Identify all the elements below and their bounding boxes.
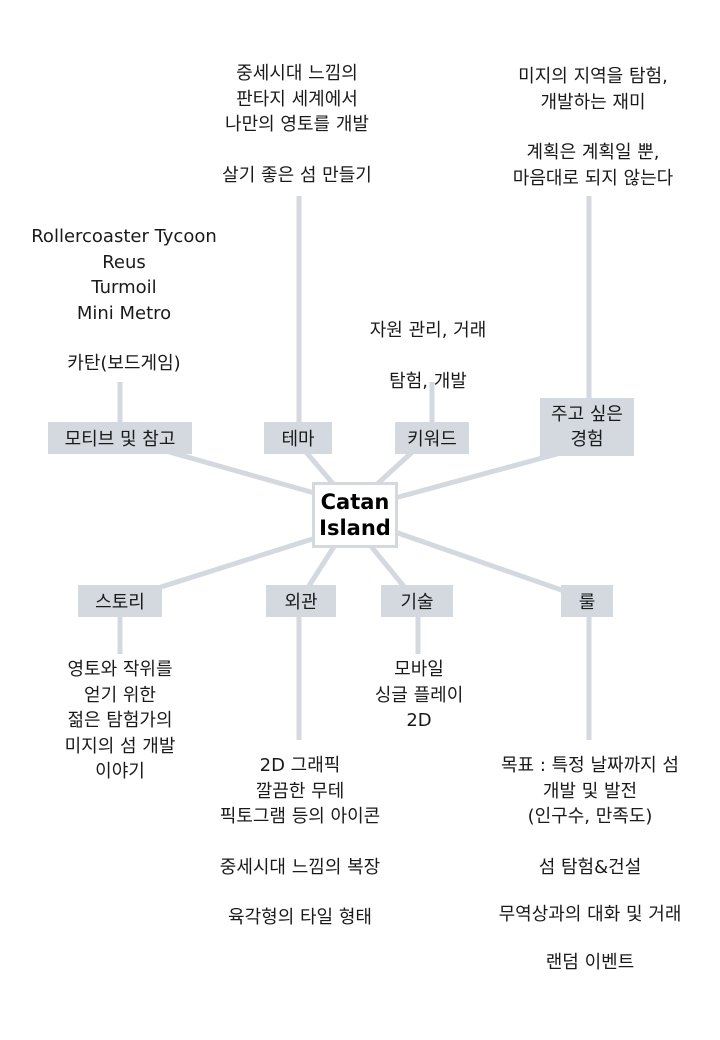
text-story-line: 영토와 작위를 xyxy=(67,659,173,680)
text-story: 영토와 작위를 얻기 위한 젊은 탐험가의 미지의 섬 개발 이야기 xyxy=(65,657,176,785)
text-tech-line: 모바일 xyxy=(394,659,444,680)
label-motif: 모티브 및 참고 xyxy=(48,422,192,454)
text-experience-line: 미지의 지역을 탐험, xyxy=(518,66,668,87)
text-motif-line: Mini Metro xyxy=(76,302,172,324)
text-rule-line: 섬 탐험&건설 xyxy=(538,856,642,878)
text-story-line: 미지의 섬 개발 xyxy=(64,735,176,757)
spacer xyxy=(220,830,380,855)
label-experience-line2: 경험 xyxy=(570,429,604,450)
text-rule-line: (인구수, 만족도) xyxy=(527,806,653,827)
label-keyword: 키워드 xyxy=(395,422,469,454)
text-keyword-line: 탐험, 개발 xyxy=(389,370,467,392)
label-keyword-text: 키워드 xyxy=(407,429,457,450)
label-theme-text: 테마 xyxy=(281,429,315,450)
text-tech-line: 2D xyxy=(406,710,432,731)
text-motif-line: Turmoil xyxy=(91,277,157,298)
text-look-line: 픽토그램 등의 아이콘 xyxy=(219,806,381,827)
spacer xyxy=(222,138,372,163)
text-experience: 미지의 지역을 탐험, 개발하는 재미 계획은 계획일 뿐, 마음대로 되지 않… xyxy=(513,64,673,191)
text-theme-line: 살기 좋은 섬 만들기 xyxy=(222,164,372,186)
text-look-line: 2D 그래픽 xyxy=(259,755,341,776)
label-story-text: 스토리 xyxy=(95,592,145,613)
text-rule-line: 랜덤 이벤트 xyxy=(545,951,635,973)
spacer xyxy=(370,344,487,369)
text-look: 2D 그래픽 깔끔한 무테 픽토그램 등의 아이콘 중세시대 느낌의 복장 육각… xyxy=(220,753,380,931)
label-rule-text: 룰 xyxy=(578,592,596,613)
spacer xyxy=(499,880,682,902)
text-rule: 목표 : 특정 날짜까지 섬 개발 및 발전 (인구수, 만족도) 섬 탐험&건… xyxy=(499,753,682,975)
label-look: 외관 xyxy=(266,585,336,617)
spacer xyxy=(499,928,682,950)
text-tech: 모바일 싱글 플레이 2D xyxy=(375,657,464,734)
text-story-line: 젊은 탐험가의 xyxy=(67,710,173,731)
text-motif-line: Reus xyxy=(102,251,146,273)
text-motif-line: 카탄(보드게임) xyxy=(67,353,181,374)
label-story: 스토리 xyxy=(78,585,162,617)
text-look-line: 깔끔한 무테 xyxy=(255,780,345,802)
label-experience-line1: 주고 싶은 xyxy=(551,404,623,425)
text-rule-line: 개발 및 발전 xyxy=(542,780,638,802)
text-theme-line: 판타지 세계에서 xyxy=(236,88,358,110)
text-theme-line: 중세시대 느낌의 xyxy=(236,63,358,84)
spacer xyxy=(220,880,380,905)
spacer xyxy=(499,830,682,855)
text-story-line: 얻기 위한 xyxy=(84,684,156,706)
label-experience: 주고 싶은 경험 xyxy=(540,398,634,456)
text-theme: 중세시대 느낌의 판타지 세계에서 나만의 영토를 개발 살기 좋은 섬 만들기 xyxy=(222,61,372,188)
text-tech-line: 싱글 플레이 xyxy=(374,684,464,706)
text-theme-line: 나만의 영토를 개발 xyxy=(225,114,369,135)
center-node: Catan Island xyxy=(312,482,398,548)
label-motif-text: 모티브 및 참고 xyxy=(64,429,176,450)
text-look-line: 육각형의 타일 형태 xyxy=(228,907,372,928)
spoke-rule xyxy=(394,529,591,603)
text-rule-line: 무역상과의 대화 및 거래 xyxy=(498,904,682,925)
label-theme: 테마 xyxy=(264,422,332,454)
text-experience-line: 계획은 계획일 뿐, xyxy=(526,142,660,163)
label-tech: 기술 xyxy=(381,585,453,617)
text-motif-line: Rollercoaster Tycoon xyxy=(31,226,217,247)
text-experience-line: 개발하는 재미 xyxy=(540,91,646,113)
text-motif: Rollercoaster Tycoon Reus Turmoil Mini M… xyxy=(31,224,217,377)
text-experience-line: 마음대로 되지 않는다 xyxy=(512,167,674,189)
center-title-line2: Island xyxy=(319,516,391,540)
label-tech-text: 기술 xyxy=(400,592,434,613)
spacer xyxy=(513,115,673,140)
text-keyword-line: 자원 관리, 거래 xyxy=(369,320,487,341)
spacer xyxy=(31,326,217,351)
center-title-line1: Catan xyxy=(320,490,390,514)
text-rule-line: 목표 : 특정 날짜까지 섬 xyxy=(500,755,679,776)
text-look-line: 중세시대 느낌의 복장 xyxy=(219,856,381,878)
label-rule: 룰 xyxy=(561,585,613,617)
label-look-text: 외관 xyxy=(284,592,318,613)
text-story-line: 이야기 xyxy=(95,761,145,782)
text-keyword: 자원 관리, 거래 탐험, 개발 xyxy=(370,318,487,394)
